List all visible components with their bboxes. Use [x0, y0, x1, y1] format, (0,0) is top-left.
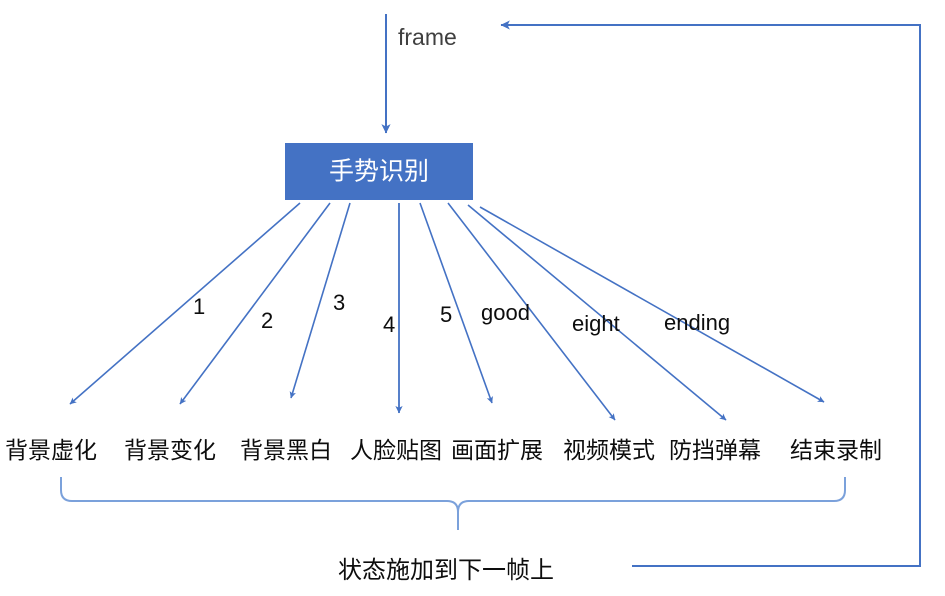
output-label-4[interactable]: 人脸贴图	[350, 437, 442, 463]
edge-label-5: 5	[440, 302, 452, 327]
output-label-3[interactable]: 背景黑白	[240, 437, 332, 463]
edge-to-output-2	[179, 202, 331, 405]
output-label-1[interactable]: 背景虚化	[5, 437, 97, 463]
state-brace	[60, 477, 846, 530]
edge-to-output-6	[447, 202, 616, 421]
output-label-group: 背景虚化 背景变化 背景黑白 人脸贴图 画面扩展 视频模式 防挡弹幕 结束录制	[5, 437, 882, 463]
output-label-8[interactable]: 结束录制	[790, 437, 882, 463]
output-label-7[interactable]: 防挡弹幕	[669, 437, 761, 463]
edge-label-1: 1	[193, 294, 205, 319]
output-edges	[69, 202, 825, 421]
feedback-loop-path	[500, 20, 921, 567]
edge-label-group: 1 2 3 4 5 good eight ending	[193, 290, 730, 337]
output-label-6[interactable]: 视频模式	[563, 437, 655, 463]
frame-input-label: frame	[398, 24, 457, 50]
edge-to-output-1	[69, 202, 301, 405]
state-caption: 状态施加到下一帧上	[338, 557, 554, 584]
edge-label-4: 4	[383, 312, 395, 337]
edge-label-good: good	[481, 300, 530, 325]
edge-label-ending: ending	[664, 310, 730, 335]
edge-to-output-7	[467, 204, 727, 421]
output-label-5[interactable]: 画面扩展	[451, 437, 543, 463]
edge-to-output-5	[419, 202, 493, 404]
edge-to-output-8	[479, 206, 825, 403]
edge-label-2: 2	[261, 308, 273, 333]
output-label-2[interactable]: 背景变化	[124, 437, 216, 463]
edge-to-output-3	[289, 202, 351, 399]
gesture-recognition-label: 手势识别	[329, 158, 429, 186]
gesture-recognition-node[interactable]: 手势识别	[285, 143, 473, 200]
edge-label-eight: eight	[572, 311, 620, 336]
edge-label-3: 3	[333, 290, 345, 315]
